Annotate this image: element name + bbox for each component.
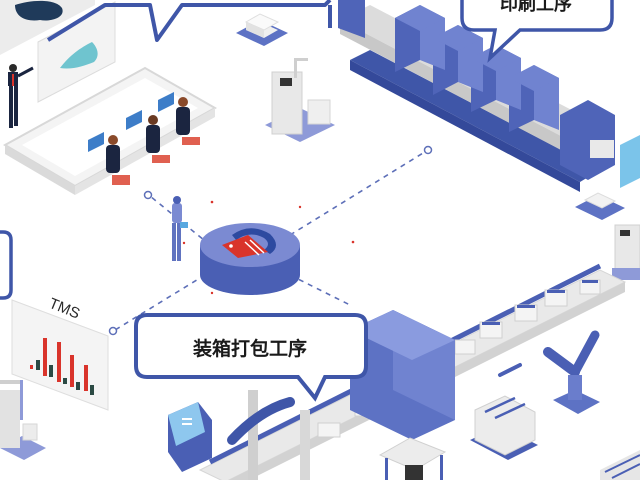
bubble-connector-top: [46, 0, 332, 42]
agv-robot: [265, 58, 335, 142]
r-logo-icon: [222, 228, 276, 258]
worker-figure: [172, 196, 188, 261]
wall-screen-map: [0, 0, 95, 55]
central-hub: [200, 223, 300, 295]
packing-box-machine: [350, 310, 455, 440]
seated-people: [106, 97, 200, 185]
printing-press: [338, 0, 615, 192]
presenter-figure: [8, 64, 34, 128]
small-pallet-box: [236, 13, 288, 46]
printing-bubble: 印刷工序: [460, 0, 614, 63]
sparkle-dots: [182, 200, 355, 295]
connection-lines: [114, 149, 429, 331]
right-agv-robot: [612, 224, 640, 280]
node-dot-icon: [143, 190, 153, 200]
printing-bubble-label: 印刷工序: [500, 0, 572, 15]
tms-panel: TMS: [11, 295, 109, 411]
node-dot-icon: [423, 145, 433, 155]
packing-gantry: [227, 390, 310, 480]
packing-bubble: 装箱打包工序: [134, 313, 368, 402]
pallet-boxes: [470, 395, 538, 460]
tms-bar-chart: [30, 338, 94, 395]
kiosk-terminal: [168, 402, 212, 472]
node-dot-icon: [108, 326, 118, 336]
left-bubble-edge: [0, 230, 13, 300]
bottom-left-machine: [0, 380, 46, 460]
laptops: [88, 92, 174, 152]
packing-bubble-label: 装箱打包工序: [192, 337, 307, 360]
robot-arm: [498, 330, 600, 377]
forklift: [378, 437, 447, 480]
robot-arm-base: [553, 375, 600, 414]
right-monitor: [575, 135, 640, 220]
bottom-right-pallets: [600, 450, 640, 480]
